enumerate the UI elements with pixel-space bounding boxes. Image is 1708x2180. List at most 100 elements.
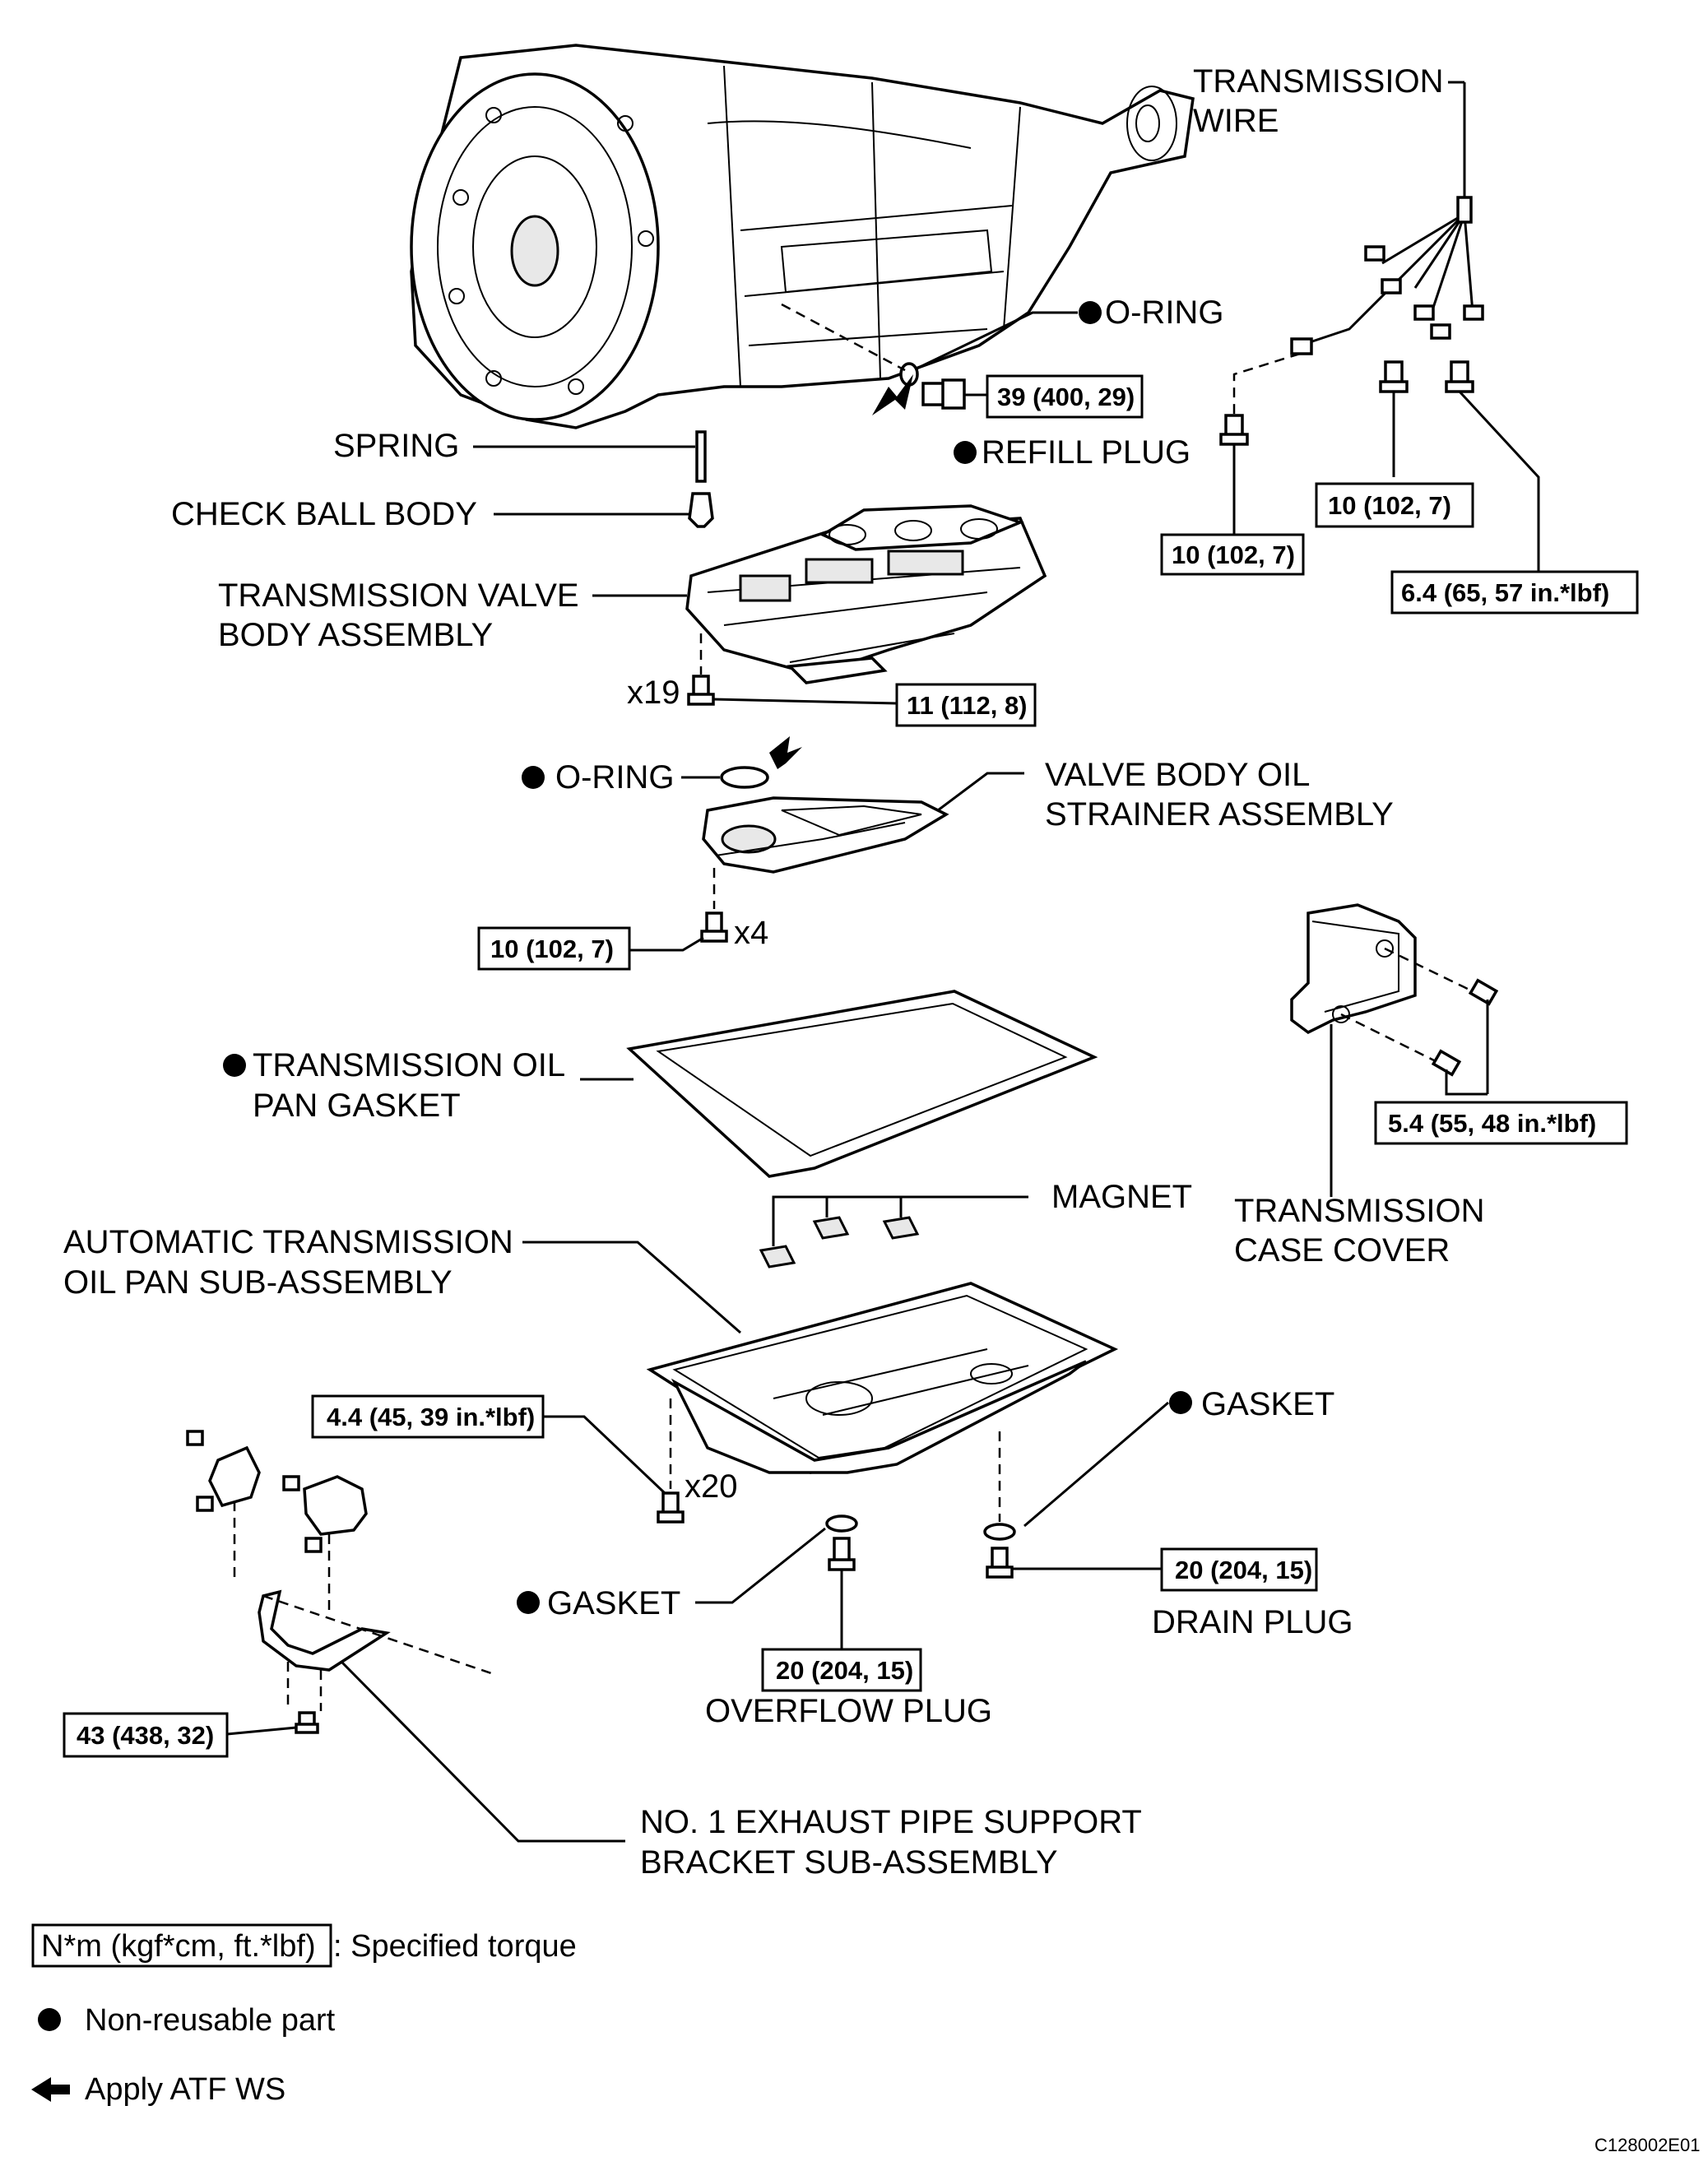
x20-label: x20 <box>685 1468 738 1505</box>
bracket-torque-leader <box>226 1726 297 1736</box>
drain-plug-label: DRAIN PLUG <box>1152 1604 1353 1640</box>
apply-atf-arrow-mid <box>769 736 802 769</box>
torque-box-bracket <box>63 1712 229 1758</box>
non-reusable-marker-pan-gasket <box>223 1054 246 1077</box>
overflow-plug <box>828 1537 856 1571</box>
check-ball-body-label: CHECK BALL BODY <box>171 496 477 532</box>
wire-bolt-right-leader <box>1458 390 1540 572</box>
o-ring-mid-label: O-RING <box>555 759 674 795</box>
valve-body-torque-leader <box>712 698 898 705</box>
spring <box>695 430 707 483</box>
legend-torque-desc: : Specified torque <box>333 1929 577 1964</box>
oil-pan-sub-assembly <box>646 1282 1119 1474</box>
pan-gasket-label-1: TRANSMISSION OIL <box>253 1047 565 1083</box>
case-cover-label-1: TRANSMISSION <box>1234 1193 1484 1229</box>
legend-non-reusable: Non-reusable part <box>85 2003 336 2038</box>
overflow-gasket <box>825 1514 858 1533</box>
torque-box-case-cover <box>1374 1101 1628 1145</box>
bracket-bolt <box>295 1711 319 1734</box>
non-reusable-marker-refill <box>954 441 977 464</box>
x19-label: x19 <box>627 675 680 711</box>
case-cover-bolts <box>1431 978 1499 1077</box>
pan-gasket-label-2: PAN GASKET <box>253 1088 461 1124</box>
torque-wire-left: 10 (102, 7) <box>1172 540 1295 569</box>
magnet-label: MAGNET <box>1051 1179 1192 1215</box>
x4-label: x4 <box>734 915 768 951</box>
o-ring-top-leader <box>912 311 1078 372</box>
legend: N*m (kgf*cm, ft.*lbf) : Specified torque… <box>31 1923 577 2107</box>
strainer-bolt <box>700 911 728 943</box>
torque-box-drain-plug <box>1160 1547 1318 1592</box>
strainer-leader <box>937 772 1024 812</box>
bracket-dashed-lines <box>233 1501 494 1711</box>
figure-code: C128002E01 <box>1594 2135 1700 2155</box>
torque-wire-mid: 10 (102, 7) <box>1328 491 1451 520</box>
torque-strainer: 10 (102, 7) <box>490 935 614 963</box>
magnet-leaders <box>772 1195 1028 1246</box>
oil-pan-label-1: AUTOMATIC TRANSMISSION <box>63 1224 513 1260</box>
strainer-label-2: STRAINER ASSEMBLY <box>1045 796 1394 833</box>
o-ring-top-label: O-RING <box>1105 295 1223 331</box>
non-reusable-marker-o-ring-top <box>1079 301 1102 324</box>
valve-body-assembly <box>685 504 1047 684</box>
transmission-wire-label-2: WIRE <box>1193 103 1279 139</box>
torque-wire-right: 6.4 (65, 57 in.*lbf) <box>1401 578 1609 607</box>
refill-plug <box>921 378 966 410</box>
legend-apply-atf-arrow <box>31 2077 70 2102</box>
magnets <box>759 1216 920 1269</box>
wire-bolts <box>1219 352 1474 446</box>
drain-gasket <box>983 1523 1016 1541</box>
case-cover-label-2: CASE COVER <box>1234 1232 1450 1269</box>
non-reusable-marker-o-ring-mid <box>522 766 545 789</box>
valve-body-oil-strainer <box>702 796 949 874</box>
bracket-leader <box>340 1660 625 1843</box>
torque-refill-plug: 39 (400, 29) <box>997 383 1135 411</box>
gasket-right-label: GASKET <box>1201 1386 1334 1422</box>
torque-box-wire-left <box>1160 533 1305 576</box>
transmission-housing <box>410 44 1195 429</box>
valve-body-bolt <box>687 675 715 706</box>
strainer-label-1: VALVE BODY OIL <box>1045 757 1310 793</box>
check-ball-body <box>688 492 714 528</box>
transmission-wire-harness <box>1290 111 1484 355</box>
case-cover-bolt-dashed <box>1340 947 1474 1063</box>
torque-overflow-plug: 20 (204, 15) <box>776 1656 913 1685</box>
bracket-label-1: NO. 1 EXHAUST PIPE SUPPORT <box>640 1804 1142 1840</box>
legend-apply-atf: Apply ATF WS <box>85 2072 285 2107</box>
torque-oil-pan: 4.4 (45, 39 in.*lbf) <box>327 1403 535 1431</box>
torque-box-wire-right <box>1390 570 1639 615</box>
refill-plug-dashed <box>781 303 906 372</box>
o-ring-mid <box>720 766 769 789</box>
torque-bracket: 43 (438, 32) <box>77 1721 214 1750</box>
non-reusable-marker-gasket-right <box>1169 1391 1192 1414</box>
torque-box-oil-pan <box>311 1394 545 1439</box>
valve-body-label-2: BODY ASSEMBLY <box>218 617 493 653</box>
exhaust-pipe-support-bracket <box>186 1430 391 1672</box>
legend-non-reusable-dot <box>38 2008 61 2031</box>
oil-pan-bolt <box>657 1491 685 1524</box>
gasket-left-leader <box>695 1527 826 1604</box>
transmission-oil-pan-gasket <box>626 990 1098 1178</box>
torque-box-wire-mid <box>1315 482 1474 528</box>
drain-plug <box>986 1547 1014 1579</box>
torque-box-refill <box>986 374 1144 419</box>
case-cover-torque-leader <box>1445 1000 1489 1096</box>
transmission-wire-label-1: TRANSMISSION <box>1193 63 1443 100</box>
torque-valve-body: 11 (112, 8) <box>907 691 1028 720</box>
legend-torque-box <box>31 1923 332 1968</box>
gasket-left-label: GASKET <box>547 1585 680 1621</box>
oil-pan-leader <box>522 1241 741 1334</box>
gasket-right-leader <box>1023 1401 1169 1528</box>
spring-label: SPRING <box>333 428 459 464</box>
strainer-torque-leader <box>629 936 704 952</box>
non-reusable-marker-gasket-left <box>517 1591 540 1614</box>
bracket-label-2: BRACKET SUB-ASSEMBLY <box>640 1844 1058 1881</box>
overflow-plug-label: OVERFLOW PLUG <box>705 1693 992 1729</box>
torque-box-valve-body <box>895 683 1037 727</box>
torque-case-cover: 5.4 (55, 48 in.*lbf) <box>1388 1109 1596 1138</box>
apply-atf-arrow-top <box>872 374 913 415</box>
valve-body-label-1: TRANSMISSION VALVE <box>218 577 579 614</box>
oil-pan-torque-leader <box>543 1415 666 1495</box>
